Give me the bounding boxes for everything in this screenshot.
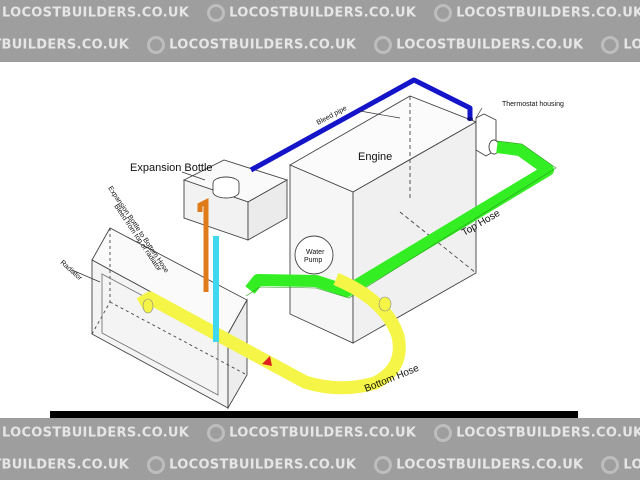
bottom-hose-end: [378, 296, 392, 312]
watermark-text: LOCOSTBUILDERS.CO.UK: [229, 425, 417, 441]
expansion-to-bottom-hose-pipe: [197, 197, 209, 292]
watermark-text: LOCOSTBUILDERS.CO.UK: [0, 37, 130, 53]
wheel-icon: [374, 36, 393, 54]
expansion-bottle: [182, 159, 289, 241]
watermark-row: LOCOSTBUILDERS.CO.UK LOCOSTBUILDERS.CO.UK…: [0, 456, 640, 474]
tee-junction: [262, 356, 272, 366]
watermark-text: LOCOSTBUILDERS.CO.UK: [169, 457, 357, 473]
label-engine: Engine: [358, 151, 392, 163]
watermark-text: LOCOSTBUILDERS.CO.UK: [2, 425, 190, 441]
label-radiator: Radiator: [59, 259, 84, 282]
watermark-row: LOCOSTBUILDERS.CO.UK LOCOSTBUILDERS.CO.UK…: [0, 424, 640, 442]
watermark-text: LOCOSTBUILDERS.CO.UK: [623, 37, 640, 53]
thermostat-housing: [475, 113, 500, 157]
top-hose-outline: [245, 140, 557, 299]
cooling-system-diagram: Expansion Bottle Engine Thermostat housi…: [50, 77, 578, 418]
wheel-icon: [147, 36, 166, 54]
wheel-icon: [207, 424, 226, 442]
wheel-icon: [434, 424, 453, 442]
divider-bar: [50, 411, 578, 418]
watermark-row: LOCOSTBUILDERS.CO.UK LOCOSTBUILDERS.CO.UK…: [0, 36, 640, 54]
label-expansion-bottle: Expansion Bottle: [130, 162, 213, 174]
bleed-pipe: [249, 77, 473, 173]
label-water-pump-1: Water: [306, 249, 325, 256]
wheel-icon: [147, 456, 166, 474]
watermark-text: LOCOSTBUILDERS.CO.UK: [456, 425, 640, 441]
bottom-hose: [136, 273, 406, 395]
wheel-icon: [374, 456, 393, 474]
watermark-text: LOCOSTBUILDERS.CO.UK: [396, 37, 584, 53]
wheel-icon: [601, 456, 620, 474]
watermark-text: LOCOSTBUILDERS.CO.UK: [396, 457, 584, 473]
radiator-box: [91, 227, 248, 410]
watermark-text: LOCOSTBUILDERS.CO.UK: [623, 457, 640, 473]
watermark-row: LOCOSTBUILDERS.CO.UK LOCOSTBUILDERS.CO.UK…: [0, 4, 640, 22]
wheel-icon: [207, 4, 226, 22]
engine-block: [288, 95, 478, 344]
label-thermostat-housing: Thermostat housing: [502, 101, 564, 108]
bleed-pipe-end: [467, 117, 473, 121]
wheel-icon: [601, 36, 620, 54]
watermark-banner-top: LOCOSTBUILDERS.CO.UK LOCOSTBUILDERS.CO.UK…: [0, 0, 640, 62]
wheel-icon: [434, 4, 453, 22]
bottom-hose-radiator-end: [142, 298, 154, 314]
watermark-text: LOCOSTBUILDERS.CO.UK: [0, 457, 130, 473]
watermark-banner-bottom: LOCOSTBUILDERS.CO.UK LOCOSTBUILDERS.CO.UK…: [0, 418, 640, 480]
watermark-text: LOCOSTBUILDERS.CO.UK: [456, 5, 640, 21]
leader-lines: [71, 107, 483, 283]
watermark-text: LOCOSTBUILDERS.CO.UK: [229, 5, 417, 21]
watermark-text: LOCOSTBUILDERS.CO.UK: [2, 5, 190, 21]
watermark-text: LOCOSTBUILDERS.CO.UK: [169, 37, 357, 53]
label-water-pump-2: Pump: [304, 257, 322, 264]
